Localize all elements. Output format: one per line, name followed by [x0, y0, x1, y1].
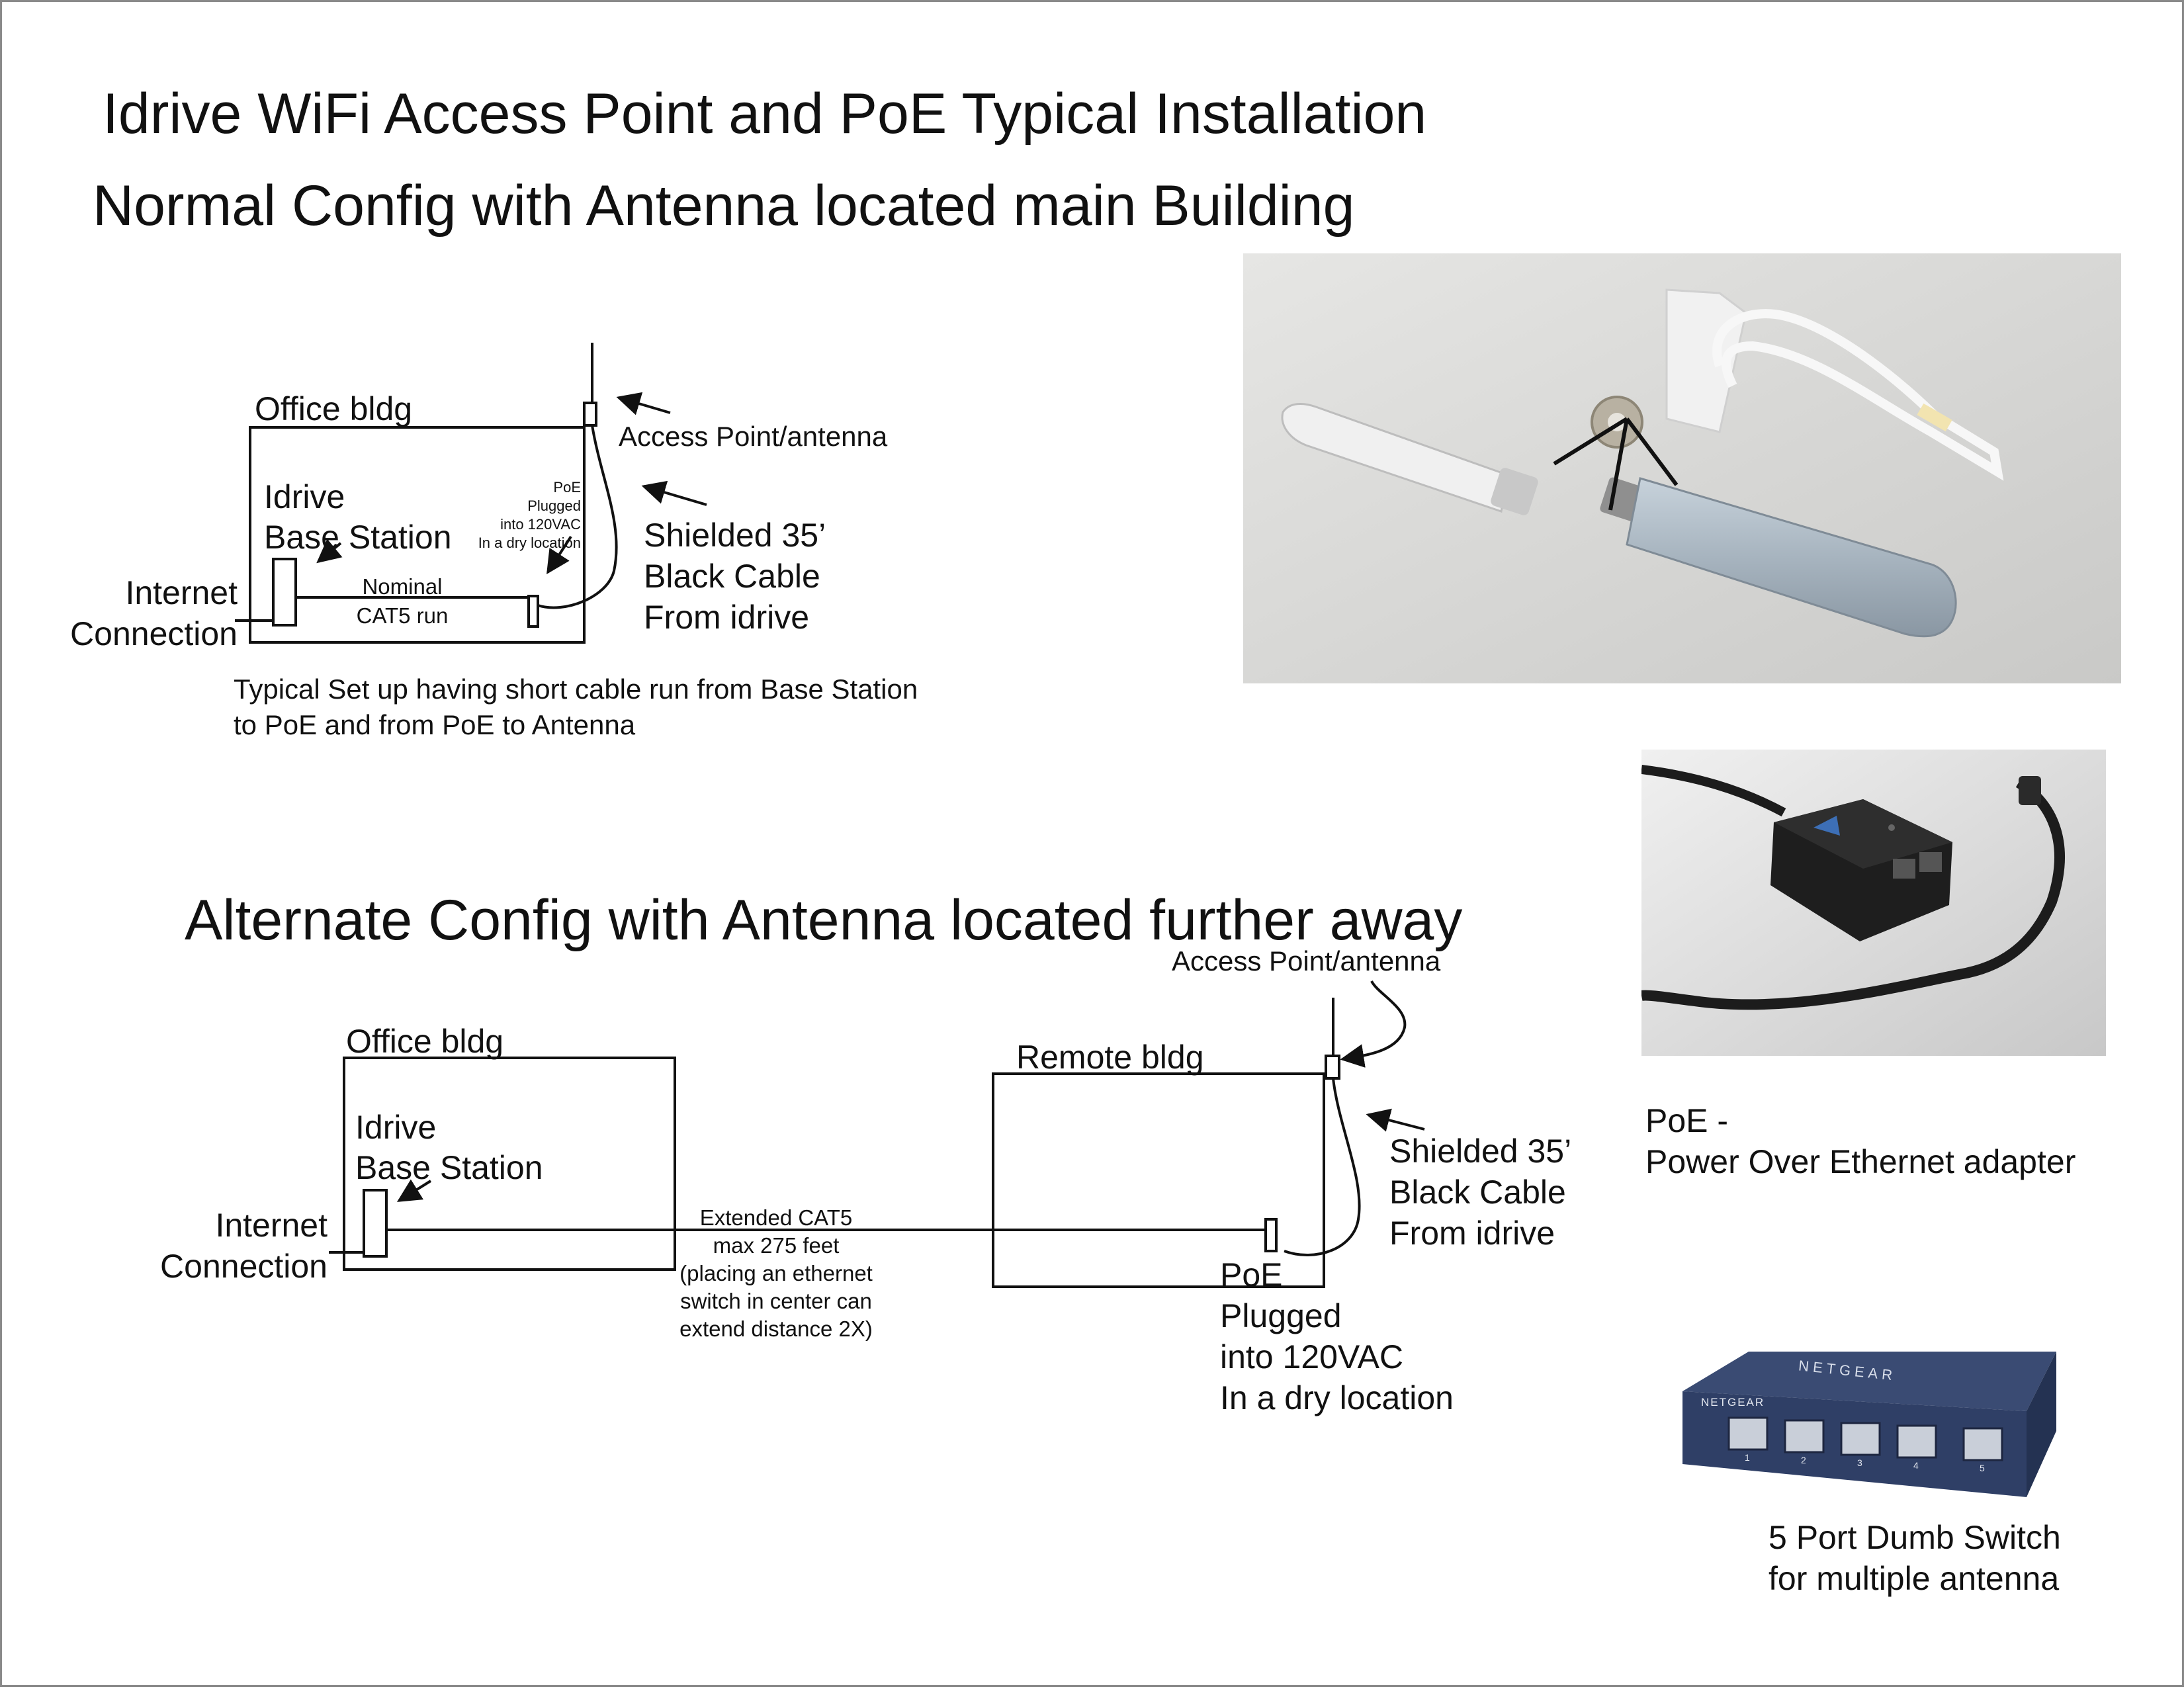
switch-caption-line: for multiple antenna — [1769, 1560, 2060, 1597]
alt-arrow-cable — [1366, 1108, 1425, 1132]
alt-arrow-base-station — [396, 1179, 432, 1202]
extended-cat5-line: max 275 feet — [713, 1233, 840, 1258]
alt-cable-label-line: From idrive — [1389, 1215, 1555, 1252]
extended-cat5-line: switch in center can — [680, 1289, 872, 1313]
switch-port-number: 3 — [1857, 1457, 1862, 1468]
cable-label-line: From idrive — [644, 599, 810, 636]
network-switch-photo: NETGEAR NETGEAR 1 2 3 4 5 — [1682, 1352, 2056, 1497]
extended-cat5-line: extend distance 2X) — [679, 1317, 873, 1341]
access-point-label: Access Point/antenna — [619, 421, 888, 452]
alt-internet-label-line: Internet — [215, 1207, 328, 1244]
alt-poe-label: PoE Plugged into 120VAC In a dry locatio… — [1220, 1254, 1454, 1418]
base-station-line2: Base Station — [264, 519, 452, 556]
extended-cat5-line: (placing an ethernet — [679, 1261, 873, 1285]
alt-base-station-line2: Base Station — [355, 1149, 543, 1186]
alt-shielded-cable — [1284, 1078, 1361, 1257]
alt-poe-label-line: PoE — [1220, 1256, 1283, 1293]
arrow-access-point — [616, 392, 671, 415]
poe-caption: PoE - Power Over Ethernet adapter — [1645, 1100, 2075, 1182]
poe-note-line: PoE — [553, 479, 581, 496]
poe-note-line: In a dry location — [478, 535, 581, 551]
switch-port-number: 5 — [1980, 1463, 1985, 1473]
remote-label: Remote bldg — [1016, 1039, 1204, 1076]
alt-arrow-access-point — [1340, 980, 1407, 1068]
cable-label-line: Shielded 35’ — [644, 517, 826, 554]
poe-caption-line: PoE - — [1645, 1102, 1729, 1139]
access-point-unit — [583, 402, 597, 427]
alt-poe-label-line: Plugged — [1220, 1297, 1342, 1334]
alt-cable-label-line: Black Cable — [1389, 1174, 1566, 1211]
arrow-poe — [546, 535, 572, 575]
cable-label-line: Black Cable — [644, 558, 820, 595]
alt-office-label: Office bldg — [346, 1023, 504, 1060]
poe-caption-line: Power Over Ethernet adapter — [1645, 1143, 2076, 1180]
title-line1: Idrive WiFi Access Point and PoE Typical… — [103, 82, 1427, 146]
caption-line: to PoE and from PoE to Antenna — [234, 709, 636, 740]
office-building-box — [249, 426, 586, 644]
title-line2: Normal Config with Antenna located main … — [93, 174, 1355, 238]
alt-internet-label-line: Connection — [160, 1248, 328, 1285]
internet-label: Internet Connection — [48, 572, 238, 654]
internet-label-line: Internet — [125, 574, 238, 611]
alternate-heading: Alternate Config with Antenna located fu… — [185, 888, 1463, 952]
cat5-label-line: Nominal — [362, 574, 443, 599]
remote-building-box — [992, 1072, 1325, 1288]
switch-port-number: 1 — [1745, 1452, 1750, 1463]
internet-label-line: Connection — [70, 615, 238, 652]
alt-poe-label-line: into 120VAC — [1220, 1338, 1404, 1375]
alt-access-point-unit — [1325, 1055, 1340, 1080]
office-label: Office bldg — [255, 390, 413, 427]
poe-adapter-photo — [1641, 750, 2106, 1056]
alt-cable-label: Shielded 35’ Black Cable From idrive — [1389, 1131, 1571, 1254]
cat5-label: Nominal CAT5 run — [333, 572, 472, 630]
alt-office-building-box — [343, 1057, 676, 1271]
poe-note: PoE Plugged into 120VAC In a dry locatio… — [459, 478, 581, 552]
poe-box — [527, 595, 539, 628]
poe-note-line: into 120VAC — [500, 516, 581, 533]
switch-caption: 5 Port Dumb Switch for multiple antenna — [1769, 1517, 2061, 1599]
extended-cat5-label: Extended CAT5 max 275 feet (placing an e… — [670, 1204, 882, 1343]
alt-poe-label-line: In a dry location — [1220, 1379, 1454, 1416]
arrow-base-station — [316, 539, 343, 564]
shielded-cable — [537, 425, 618, 609]
caption-line: Typical Set up having short cable run fr… — [234, 673, 918, 705]
switch-brand-front: NETGEAR — [1701, 1396, 1765, 1408]
alt-base-station-line1: Idrive — [355, 1109, 437, 1146]
alt-cable-label-line: Shielded 35’ — [1389, 1133, 1572, 1170]
alt-internet-label: Internet Connection — [134, 1205, 328, 1287]
arrow-cable — [641, 480, 707, 506]
switch-port-number: 4 — [1913, 1460, 1919, 1471]
alt-base-station-box — [363, 1189, 388, 1258]
caption: Typical Set up having short cable run fr… — [234, 671, 918, 743]
cat5-label-line: CAT5 run — [356, 603, 449, 628]
alt-poe-box — [1264, 1218, 1278, 1252]
switch-caption-line: 5 Port Dumb Switch — [1769, 1519, 2061, 1556]
base-station-line1: Idrive — [264, 478, 345, 515]
poe-note-line: Plugged — [527, 498, 581, 514]
access-point-photo — [1243, 253, 2121, 683]
base-station-box — [272, 558, 297, 627]
extended-cat5-line: Extended CAT5 — [699, 1205, 853, 1230]
switch-port-number: 2 — [1801, 1455, 1806, 1465]
alt-access-point-label: Access Point/antenna — [1172, 945, 1441, 976]
cable-label: Shielded 35’ Black Cable From idrive — [644, 515, 826, 638]
